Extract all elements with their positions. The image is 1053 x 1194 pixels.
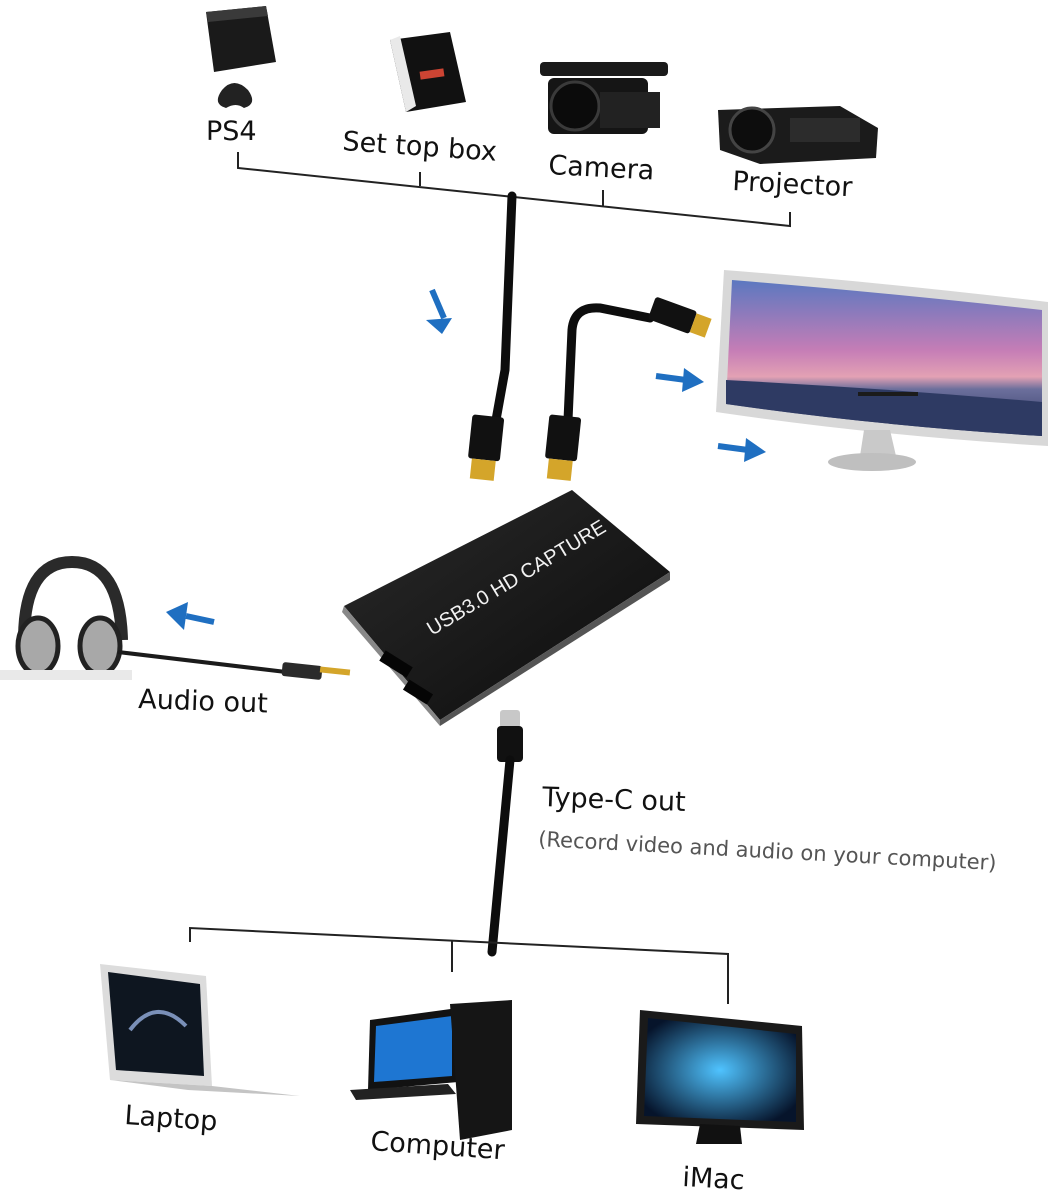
projector-icon: [718, 106, 878, 164]
audio-jack-icon: [281, 662, 351, 680]
audio-cable: [117, 650, 287, 674]
hdmi-input-connector: [468, 414, 505, 481]
monitor-icon: [716, 270, 1048, 471]
audio-out-label: Audio out: [138, 684, 269, 720]
capture-device: [342, 490, 670, 726]
type-c-connector: [497, 710, 523, 762]
projector-label: Projector: [732, 166, 854, 203]
hdmi-input-cable: [491, 191, 517, 425]
hdmi-output-connector-low: [545, 414, 582, 481]
arrow-right-icon: [655, 368, 704, 392]
type-c-cable: [487, 755, 515, 957]
hdmi-output-connector-high: [648, 297, 712, 338]
laptop-label: Laptop: [124, 1100, 219, 1137]
camera-label: Camera: [548, 150, 655, 187]
ps4-icon: [206, 6, 276, 108]
arrow-left-icon: [166, 602, 215, 630]
hdmi-output-cable: [563, 303, 655, 425]
set-top-box-icon: [390, 32, 466, 112]
headphones-icon: [0, 555, 132, 680]
arrow-right-icon: [717, 438, 766, 462]
laptop-icon: [100, 964, 300, 1096]
imac-label: iMac: [682, 1162, 746, 1194]
imac-icon: [636, 1010, 804, 1144]
set-top-box-label: Set top box: [342, 126, 498, 168]
arrow-down-icon: [426, 288, 452, 334]
type-c-label: Type-C out: [541, 782, 686, 818]
camera-icon: [540, 62, 668, 134]
ps4-label: PS4: [206, 116, 257, 147]
type-c-note: (Record video and audio on your computer…: [538, 827, 997, 875]
computer-bracket: [189, 926, 729, 1004]
desktop-computer-icon: [350, 1000, 512, 1140]
